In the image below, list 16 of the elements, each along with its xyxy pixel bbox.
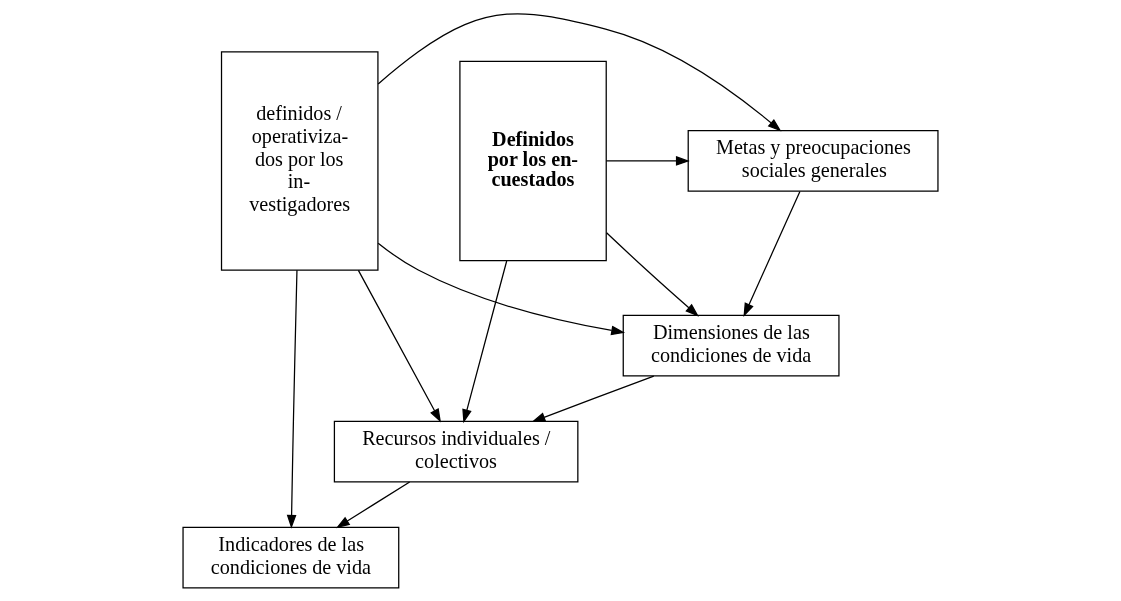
arrow [531,375,655,423]
arrow [743,190,801,317]
node-box: Indicadores de las condiciones de vida [182,526,400,589]
arrow [335,481,411,529]
arrow [377,242,626,336]
arrow [377,13,782,132]
node-box: Dimensiones de las condiciones de vida [622,314,840,377]
node-box: Metas y preocupaciones sociales generales [687,130,939,192]
arrow [357,269,441,423]
node-box: definidos / operativiza- dos por los in- vestigadores [220,51,379,271]
arrow [605,156,690,166]
arrow [605,232,699,317]
arrow [286,269,298,529]
node-box: Definidos por los en- cuestados [459,60,607,262]
arrow [462,260,508,424]
node-box: Recursos individuales / colectivos [333,420,579,483]
